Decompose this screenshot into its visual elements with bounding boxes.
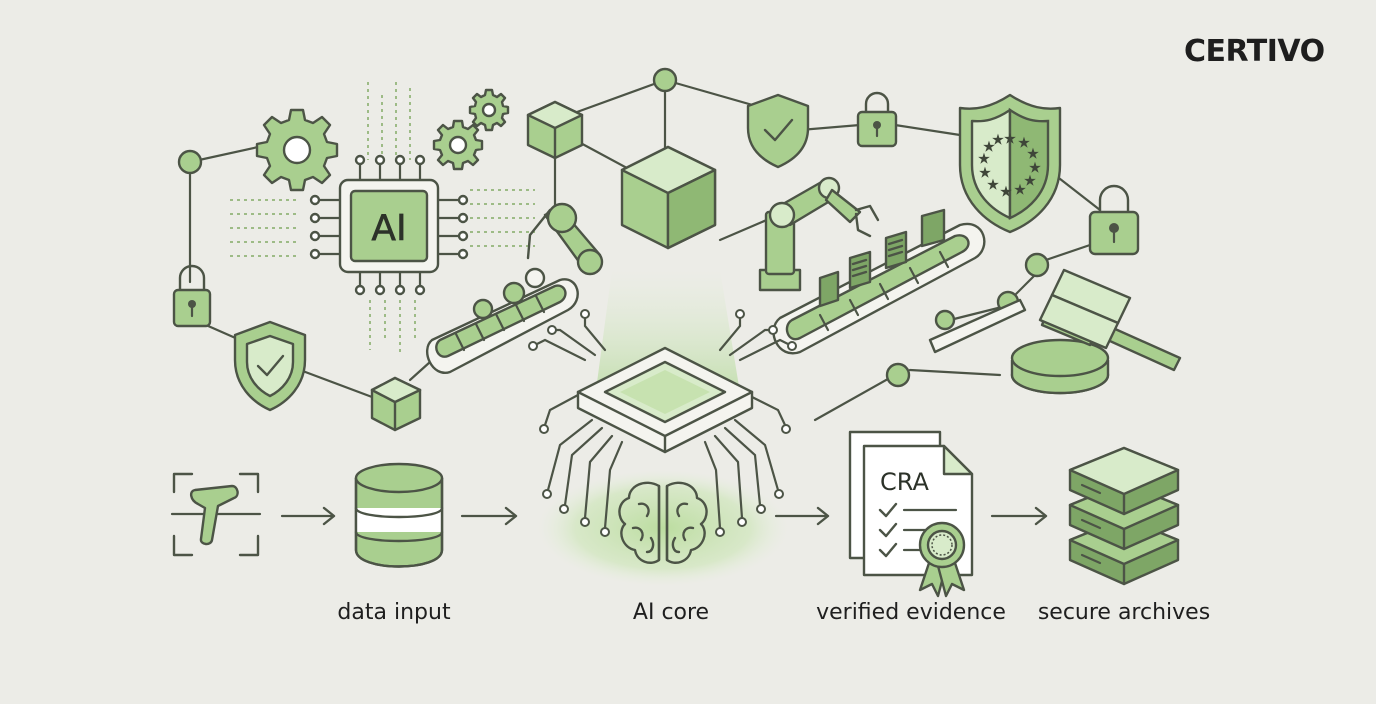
data-stream-lines [230,82,535,352]
shield-check-icon [233,320,307,412]
padlock-icon [856,91,898,148]
arrow-icon [280,506,336,526]
svg-text:★: ★ [1031,163,1040,174]
ai-core-chip-icon [528,309,797,537]
gear-icon [468,88,510,132]
svg-text:★: ★ [1020,138,1029,149]
gear-icon [255,108,339,192]
stage-label-verified-evidence: verified evidence [816,600,1006,625]
svg-text:★: ★ [985,142,994,153]
brand-logo: CERTIVO [1184,34,1325,69]
network-node [652,67,678,93]
arrow-icon [460,506,518,526]
svg-text:★: ★ [1029,149,1038,160]
network-node [1024,252,1050,278]
eu-shield-icon: ★ ★ ★ ★ ★ ★ ★ ★ ★ ★ ★ ★ [958,93,1062,234]
document-icon [884,230,908,270]
padlock-icon [172,149,212,328]
server-icon [1068,446,1180,586]
document-icon [920,208,946,248]
stage-label-data-input: data input [337,600,451,625]
stage-label-ai-core: AI core [632,600,710,625]
network-node [934,309,956,331]
svg-text:★: ★ [1016,185,1025,196]
robot-arm-icon [758,176,880,292]
barcode-scanner-icon [170,472,262,557]
database-icon [354,462,444,568]
conveyor-belt-icon [426,278,579,375]
svg-text:★: ★ [989,180,998,191]
gavel-icon [1010,268,1182,395]
padlock-icon [1088,184,1140,256]
certificate-icon: CRA [848,430,974,598]
document-title: CRA [880,468,929,496]
svg-text:★: ★ [980,154,989,165]
arrow-icon [774,506,830,526]
chip-label: AI [371,208,406,249]
document-icon [848,250,872,290]
shield-check-icon [746,93,810,169]
svg-text:★: ★ [1006,134,1015,145]
svg-text:★: ★ [994,135,1003,146]
conveyor-belt-icon [772,208,986,355]
ai-chip-icon: AI [309,154,469,296]
stage-label-secure-archives: secure archives [1037,600,1211,625]
svg-text:★: ★ [1002,187,1011,198]
cube-icon [526,100,584,160]
svg-text:★: ★ [1026,176,1035,187]
svg-text:★: ★ [981,168,990,179]
gear-icon [432,119,484,171]
cube-icon [620,145,717,250]
cube-icon [370,376,422,432]
robot-arm-icon [524,202,604,289]
sensor-rail-icon [928,298,1027,354]
brain-icon [618,481,708,564]
arrow-icon [990,506,1048,526]
document-icon [818,270,840,308]
network-node [885,362,911,388]
